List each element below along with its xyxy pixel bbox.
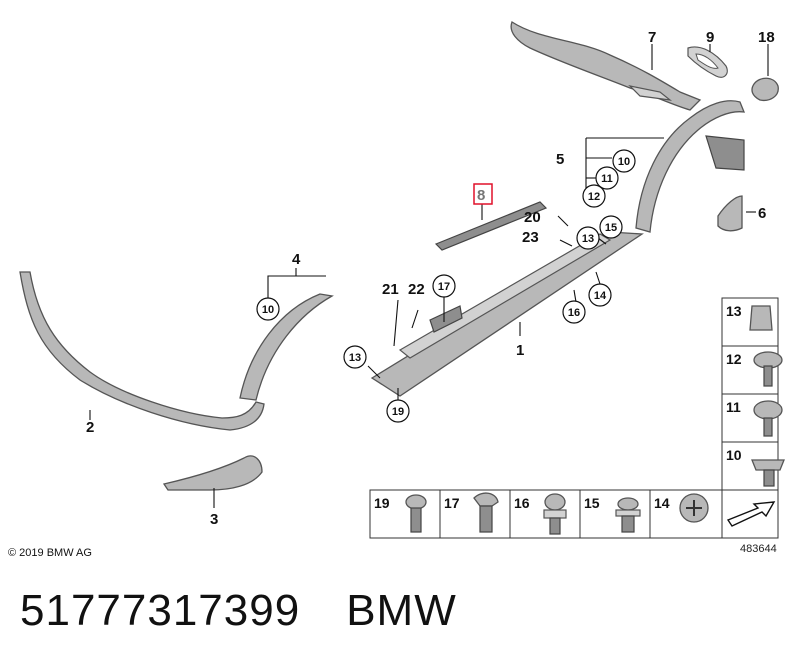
fir-tree-clip-icon xyxy=(473,492,499,507)
circle-19 xyxy=(386,399,410,423)
highlight-box-8 xyxy=(473,183,493,205)
leader-lines xyxy=(89,44,769,508)
label-4: 4 xyxy=(292,251,301,268)
part-1-side-sill xyxy=(370,231,644,397)
table-label-10: 10 xyxy=(726,447,742,463)
plastic-rivet-stem-icon xyxy=(410,507,422,533)
circle-label-11: 11 xyxy=(601,173,613,185)
table-label-17: 17 xyxy=(444,495,460,511)
part-8-strip xyxy=(434,201,548,251)
label-20: 20 xyxy=(524,209,541,226)
part-9-frame xyxy=(687,46,728,78)
part-5-rear-wheel-arch xyxy=(635,100,746,233)
fastener-table-bottom-row: 19 17 16 15 14 xyxy=(369,489,779,539)
screw-clip-washer-icon xyxy=(615,509,641,517)
label-5: 5 xyxy=(556,151,564,168)
part-18-cap xyxy=(751,77,779,102)
circle-10-rear xyxy=(612,149,636,173)
direction-arrow-icon xyxy=(726,501,776,527)
expanding-rivet-stem-icon xyxy=(763,469,775,487)
circle-15 xyxy=(599,215,623,239)
label-3: 3 xyxy=(210,511,218,528)
circle-label-10-rear: 10 xyxy=(618,156,630,168)
circle-label-13-front: 13 xyxy=(349,352,361,364)
circle-label-12: 12 xyxy=(588,191,600,203)
circle-12 xyxy=(582,184,606,208)
parts-diagram: 1 2 3 4 5 6 7 9 18 20 23 21 22 8 10 10 1… xyxy=(8,21,785,559)
document-number: 483644 xyxy=(740,543,777,555)
part-23-clip xyxy=(559,239,573,247)
table-label-15: 15 xyxy=(584,495,600,511)
circle-11 xyxy=(595,166,619,190)
label-23: 23 xyxy=(522,229,539,246)
screw-clip-stem-icon xyxy=(621,515,635,533)
expanding-rivet-icon xyxy=(751,459,785,471)
label-8: 8 xyxy=(477,187,485,204)
circle-label-13-rear: 13 xyxy=(582,233,594,245)
table-label-13: 13 xyxy=(726,303,742,319)
circle-10-front xyxy=(256,297,280,321)
label-2: 2 xyxy=(86,419,94,436)
part-22-pin xyxy=(411,309,419,329)
circle-17 xyxy=(432,274,456,298)
label-21: 21 xyxy=(382,281,399,298)
push-clip-icon xyxy=(753,400,783,420)
circle-13-front xyxy=(343,345,367,369)
label-1: 1 xyxy=(516,342,524,359)
footer: 51777317399 BMW xyxy=(20,586,457,646)
push-rivet-stem-icon xyxy=(763,365,773,387)
table-label-14: 14 xyxy=(654,495,670,511)
table-label-11: 11 xyxy=(726,399,741,415)
part-7-rear-trim xyxy=(510,21,702,111)
circle-13-rear xyxy=(576,226,600,250)
circle-label-17: 17 xyxy=(438,281,450,293)
table-label-19: 19 xyxy=(374,495,390,511)
circle-label-10-front: 10 xyxy=(262,304,274,316)
label-7: 7 xyxy=(648,29,656,46)
copyright-text: © 2019 BMW AG xyxy=(8,547,92,559)
table-label-12: 12 xyxy=(726,351,742,367)
push-clip-stem-icon xyxy=(763,417,773,437)
circle-16 xyxy=(562,300,586,324)
trim-clip-stem-icon xyxy=(549,517,561,535)
screw-cross-icon xyxy=(686,500,702,516)
circle-label-19: 19 xyxy=(392,406,404,418)
part-4-front-wheel-arch xyxy=(239,293,334,401)
screw-clip-icon xyxy=(617,497,639,511)
part-20-clip xyxy=(557,215,569,227)
label-9: 9 xyxy=(706,29,714,46)
part-6-trim xyxy=(717,195,743,232)
table-label-16: 16 xyxy=(514,495,530,511)
circle-label-14: 14 xyxy=(594,290,607,302)
circle-14 xyxy=(588,283,612,307)
part-3-trim xyxy=(162,455,263,491)
part-number: 51777317399 xyxy=(20,586,301,635)
trim-clip-washer-icon xyxy=(543,509,567,519)
label-6: 6 xyxy=(758,205,766,222)
circle-label-15: 15 xyxy=(605,222,617,234)
fir-tree-clip-stem-icon xyxy=(479,505,493,533)
part-21-pin xyxy=(393,299,399,347)
label-18: 18 xyxy=(758,29,775,46)
plastic-rivet-icon xyxy=(405,494,427,510)
trim-clip-icon xyxy=(544,493,566,511)
brand-name: BMW xyxy=(346,586,457,635)
circle-label-16: 16 xyxy=(568,307,580,319)
label-22: 22 xyxy=(408,281,425,298)
part-2-front-bumper xyxy=(19,271,265,431)
nut-clip-icon xyxy=(749,305,773,331)
fastener-table-right-column: 13 12 11 10 xyxy=(721,297,785,491)
